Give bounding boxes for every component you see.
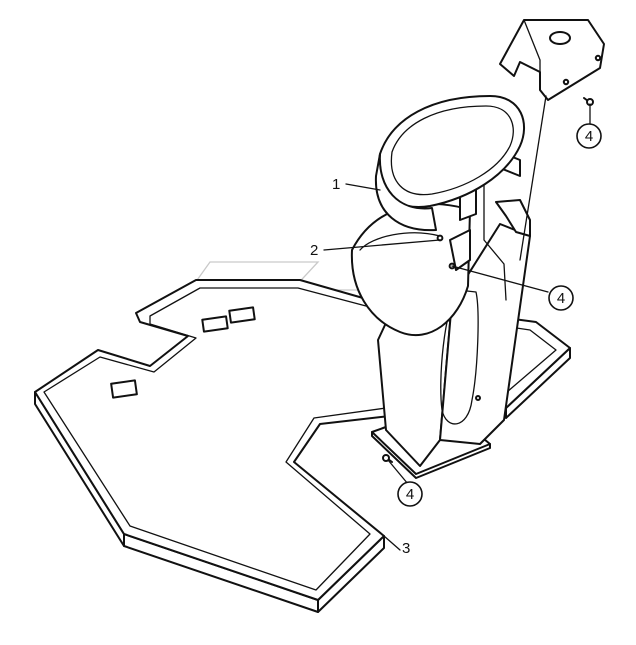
leader-lines xyxy=(323,95,591,551)
callout-2: 2 xyxy=(310,242,318,259)
callout-4-middle: 4 xyxy=(548,285,574,311)
callout-4-top: 4 xyxy=(576,123,602,149)
callout-3: 3 xyxy=(402,540,410,557)
svg-text:1: 1 xyxy=(332,176,340,193)
top-cover xyxy=(499,19,605,101)
seat-ring xyxy=(374,95,525,232)
svg-text:2: 2 xyxy=(310,242,318,259)
callout-1: 1 xyxy=(332,176,340,193)
svg-text:4: 4 xyxy=(585,128,593,145)
callout-4-bottom: 4 xyxy=(397,481,423,507)
svg-text:3: 3 xyxy=(402,540,410,557)
svg-text:4: 4 xyxy=(406,486,414,503)
seat-column xyxy=(350,202,531,479)
svg-text:4: 4 xyxy=(557,290,565,307)
